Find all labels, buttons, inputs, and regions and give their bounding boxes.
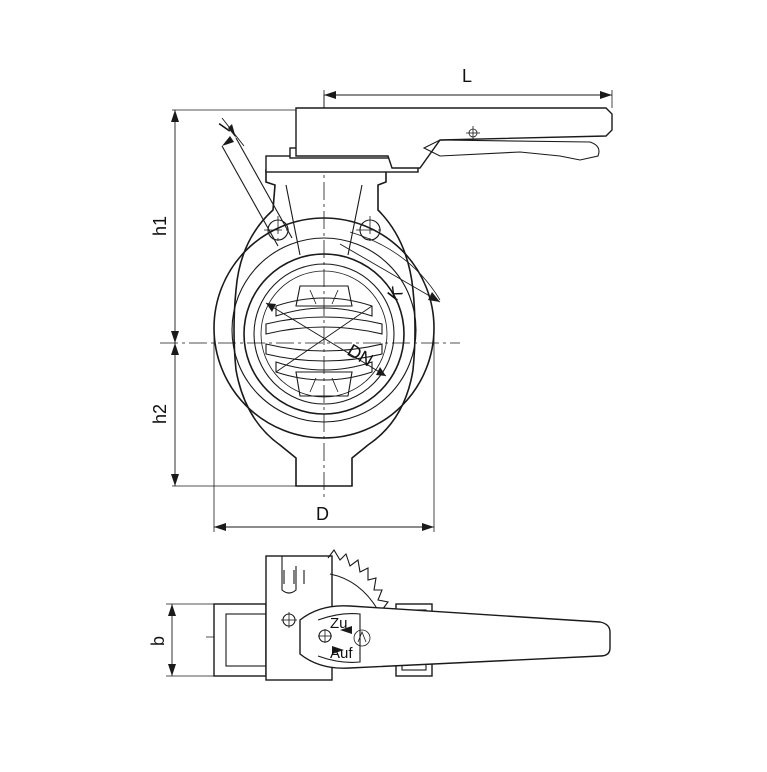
ratchet-teeth bbox=[327, 549, 389, 611]
dim-label-D: D bbox=[316, 504, 329, 524]
DN-dimension-line bbox=[265, 302, 387, 377]
handle-top-view bbox=[299, 605, 611, 669]
dim-label-K: K bbox=[383, 283, 406, 305]
seat-ring bbox=[243, 253, 405, 415]
marking-zu: Zu bbox=[330, 615, 348, 632]
dim-label-L: L bbox=[462, 66, 472, 86]
valve-body-outline bbox=[233, 169, 416, 487]
top-view: b Zu Auf bbox=[148, 549, 611, 681]
handle-grip bbox=[422, 139, 600, 161]
front-view: L l h1 h2 K DN D bbox=[150, 66, 613, 532]
marking-auf: Auf bbox=[330, 645, 353, 662]
dim-label-h2: h2 bbox=[150, 404, 170, 424]
body-top-view bbox=[213, 603, 267, 677]
flange-outer-ring bbox=[213, 217, 435, 439]
dim-label-h1: h1 bbox=[150, 216, 170, 236]
K-dimension-line bbox=[339, 243, 441, 303]
dim-label-b: b bbox=[148, 636, 168, 646]
direction-indicator-icon bbox=[332, 626, 371, 654]
